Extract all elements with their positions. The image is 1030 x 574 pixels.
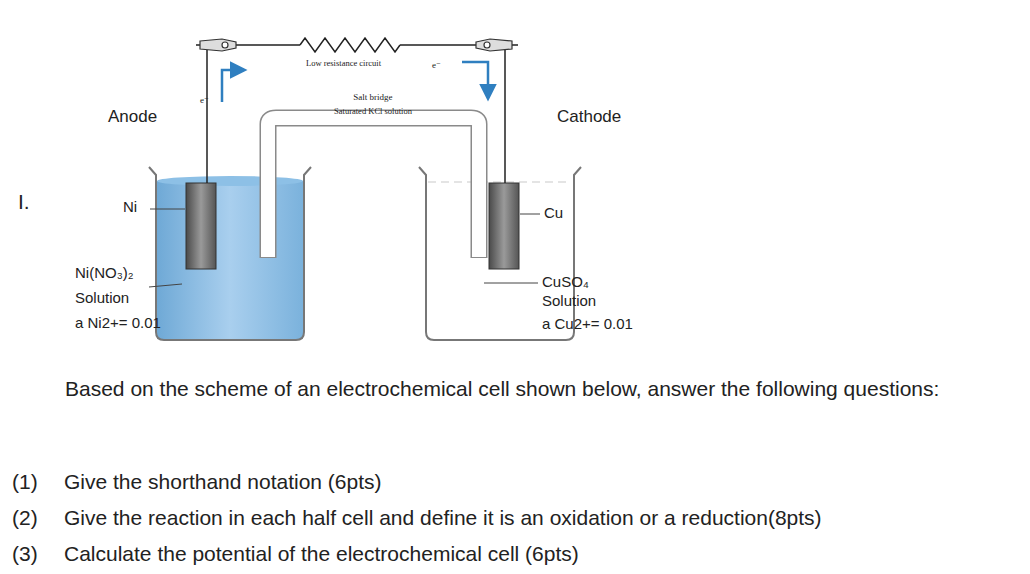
liquid-surface (428, 182, 567, 183)
component-label: Low resistance circuit (306, 59, 381, 69)
item-number: (2) (12, 506, 38, 530)
item-number: (3) (12, 542, 38, 566)
resistor-symbol (300, 38, 400, 52)
copper-electrode (489, 183, 519, 269)
question-intro: Based on the scheme of an electrochemica… (65, 372, 1015, 406)
item-number: (1) (12, 470, 38, 494)
electrode-role: Anode (108, 107, 157, 127)
electrode-role: Cathode (557, 107, 621, 127)
question-text: Calculate the potential of the electroch… (64, 542, 579, 566)
item-number: I. (18, 190, 30, 214)
liquid-surface (157, 176, 303, 186)
wire (207, 50, 505, 183)
solution-label: CuSO₄ (542, 273, 589, 290)
electron-flow-arrow (462, 62, 488, 98)
solution-label: Solution (542, 292, 596, 309)
beaker (419, 167, 581, 340)
activity-value: a Cu2+= 0.01 (542, 315, 633, 332)
leader-line (149, 209, 540, 287)
solution-label: Solution (75, 289, 129, 306)
electron-label: e⁻ (432, 60, 441, 70)
activity-value: a Ni2+= 0.01 (75, 314, 161, 331)
nickel-solution (157, 181, 303, 339)
solution-label: Ni(NO₃)₂ (75, 264, 134, 281)
electrode-label: Ni (123, 198, 137, 215)
nickel-electrode (186, 183, 216, 269)
electron-label: e⁻ (200, 95, 209, 105)
part-name: Salt bridge (334, 92, 412, 103)
beaker (149, 167, 311, 340)
alligator-clip (200, 39, 512, 51)
part-contents: Saturated KCl solution (334, 106, 412, 116)
question-text: Give the shorthand notation (6pts) (64, 470, 382, 494)
salt-bridge: Salt bridgeSaturated KCl solution (334, 92, 412, 116)
question-text: Give the reaction in each half cell and … (64, 506, 822, 530)
salt-bridge-inner (268, 118, 479, 257)
electrode-label: Cu (544, 204, 563, 221)
wire (196, 44, 518, 46)
electron-flow-arrow (222, 70, 244, 102)
salt-bridge-tube (268, 118, 479, 258)
